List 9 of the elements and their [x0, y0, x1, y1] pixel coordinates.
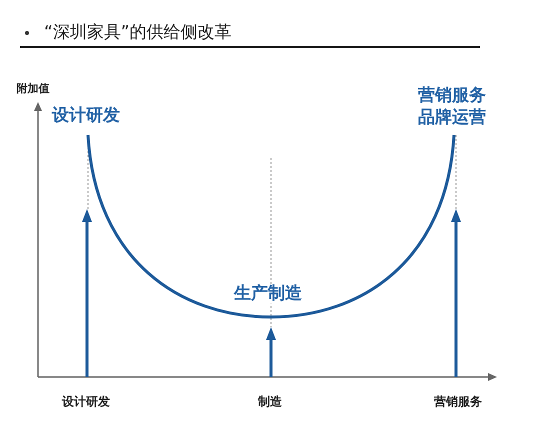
stage-label: 品牌运营 — [418, 108, 486, 128]
category-label: 制造 — [258, 395, 282, 409]
stage-label: 生产制造 — [232, 284, 304, 304]
axis-title: 附加值 — [16, 82, 50, 96]
stage-label: 营销服务 — [418, 86, 486, 106]
title: “深圳家具”的供给侧改革 — [44, 24, 232, 42]
category-label: 营销服务 — [434, 395, 482, 409]
stage-label: 设计研发 — [52, 106, 120, 126]
category-label: 设计研发 — [62, 395, 110, 409]
